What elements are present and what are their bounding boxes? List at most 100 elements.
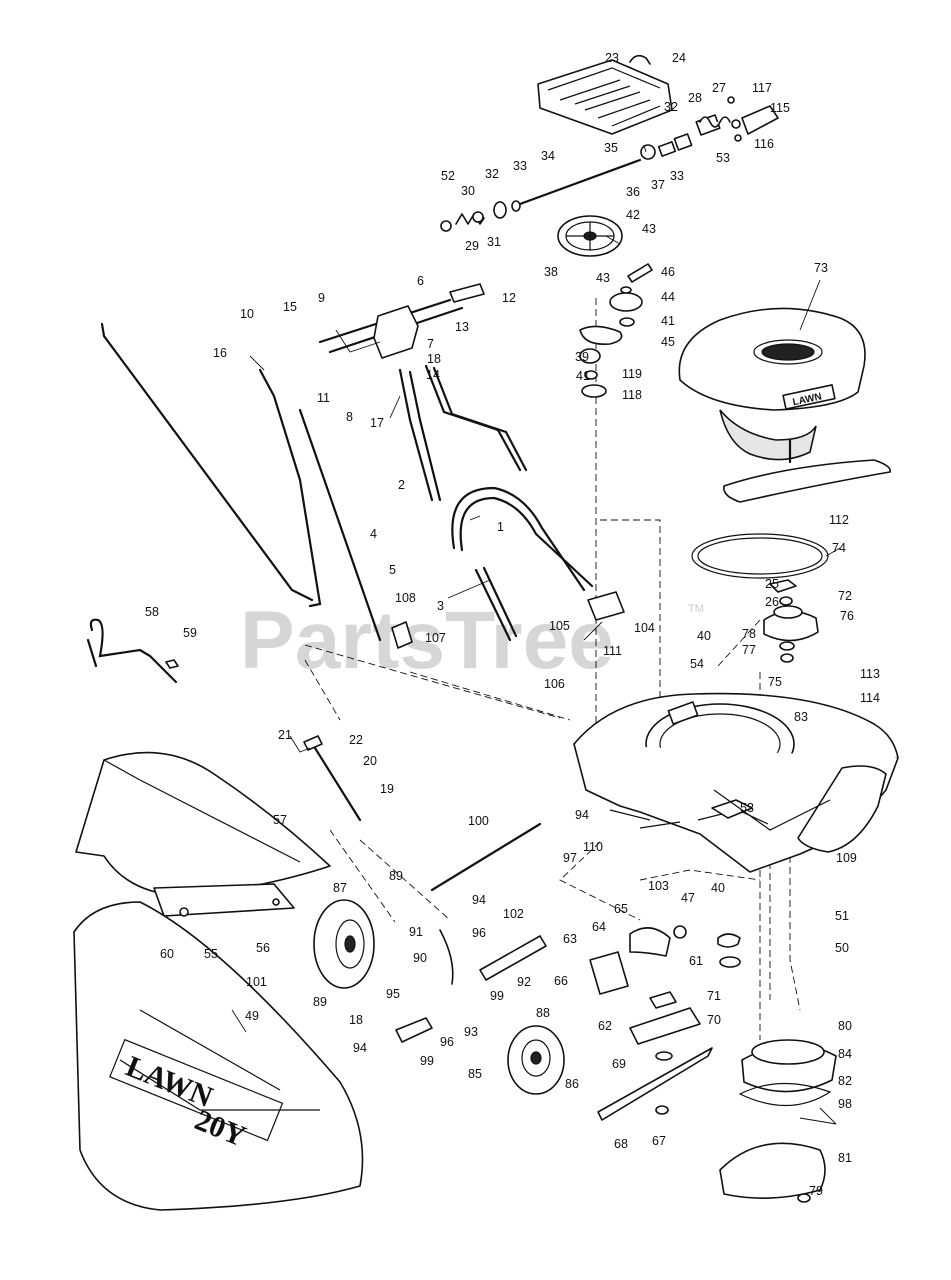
bolt-46 [627,263,653,283]
control-rod-16 [258,368,322,608]
washer-25 [769,579,797,593]
ring-82 [738,1082,832,1107]
callout-22: 22 [349,733,363,747]
callout-74: 74 [832,541,846,555]
callout-73: 73 [814,261,828,275]
cable-bracket [741,105,779,135]
callout-89b: 89 [313,995,327,1009]
callout-72: 72 [838,589,852,603]
callout-68: 68 [614,1137,628,1151]
callout-46: 46 [661,265,675,279]
callout-17: 17 [370,416,384,430]
callout-89: 89 [389,869,403,883]
callout-30: 30 [461,184,475,198]
handle-bracket-105 [587,591,625,621]
callout-92: 92 [517,975,531,989]
callout-59: 59 [183,626,197,640]
callout-10: 10 [240,307,254,321]
callout-93: 93 [464,1025,478,1039]
callout-33: 33 [513,159,527,173]
handle-grip [449,283,485,303]
lever-91 [439,929,454,985]
callout-90: 90 [413,951,427,965]
callout-18: 18 [427,352,441,366]
callout-88: 88 [536,1006,550,1020]
callout-109: 109 [836,851,857,865]
callout-26: 26 [765,595,779,609]
callout-4: 4 [370,527,377,541]
control-box [373,305,419,359]
callout-50: 50 [835,941,849,955]
callout-119: 119 [622,367,642,381]
watermark-tm: TM [688,603,704,615]
callout-5: 5 [389,563,396,577]
bushing-118 [581,384,607,398]
clip-59 [165,659,179,669]
callout-63: 63 [563,932,577,946]
callout-25: 25 [765,577,779,591]
callout-40b: 40 [711,881,725,895]
callout-52: 52 [441,169,455,183]
callout-39: 39 [575,350,589,364]
callout-108: 108 [395,591,416,605]
callout-13: 13 [455,320,469,334]
callout-112: 112 [829,513,849,527]
spacer [609,292,643,312]
callout-67: 67 [652,1134,666,1148]
callout-86: 86 [565,1077,579,1091]
callout-94: 94 [575,808,589,822]
callout-53b: 53 [740,801,754,815]
handle-upper [398,364,522,502]
callout-111: 111 [603,644,622,658]
callout-99b: 99 [420,1054,434,1068]
wheel-87 [313,899,375,989]
callout-76: 76 [840,609,854,623]
callout-37: 37 [651,178,665,192]
nut-39 [579,348,601,364]
callout-54: 54 [690,657,704,671]
callout-96b: 96 [440,1035,454,1049]
callout-105: 105 [549,619,570,633]
handle-group [100,283,625,649]
callout-83: 83 [794,710,808,724]
engine-shroud [678,307,866,411]
callout-106: 106 [544,677,565,691]
top-cover [537,59,673,135]
blade-68 [597,1047,713,1121]
callout-115: 115 [770,101,790,115]
callout-1: 1 [497,520,504,534]
callout-2: 2 [398,478,405,492]
callout-53: 53 [716,151,730,165]
callout-103: 103 [648,879,669,893]
callout-20: 20 [363,754,377,768]
callout-9: 9 [318,291,325,305]
callout-3: 3 [437,599,444,613]
callout-79: 79 [809,1184,823,1198]
callout-65: 65 [614,902,628,916]
callout-75: 75 [768,675,782,689]
callout-14: 14 [426,368,440,382]
callout-34: 34 [541,149,555,163]
callout-66: 66 [554,974,568,988]
callout-7: 7 [427,337,434,351]
discharge-chute-109 [797,765,887,853]
callout-102: 102 [503,907,524,921]
clip-51 [717,933,741,948]
leader-lines [231,144,841,1125]
guard-81 [719,1142,826,1199]
top-cover-group [440,54,779,232]
callout-85: 85 [468,1067,482,1081]
callout-101: 101 [246,975,267,989]
callout-78: 78 [742,627,756,641]
callout-33b: 33 [670,169,684,183]
callout-38: 38 [544,265,558,279]
callout-117: 117 [752,81,772,95]
callout-19: 19 [380,782,394,796]
callout-57: 57 [273,813,287,827]
callout-8: 8 [346,410,353,424]
callout-77: 77 [742,643,756,657]
callout-58: 58 [145,605,159,619]
control-rod-4 [298,408,382,642]
callout-43: 43 [642,222,656,236]
